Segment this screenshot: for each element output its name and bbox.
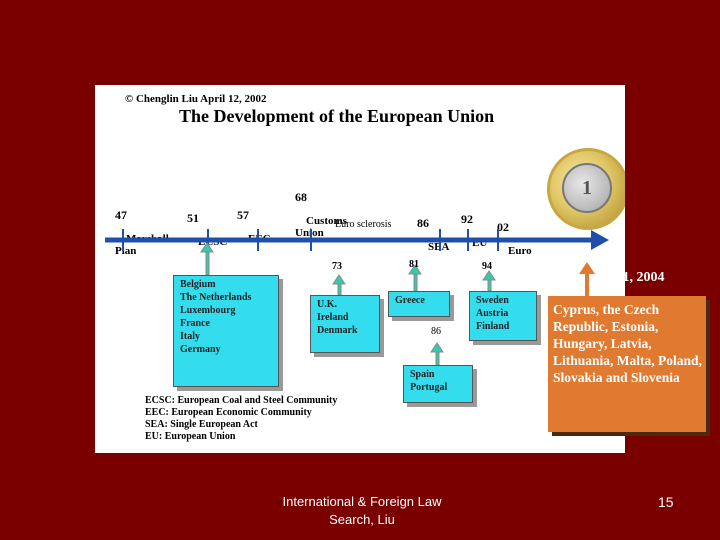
uk-ireland-denmark-box: U.K. Ireland Denmark xyxy=(310,295,380,353)
event-2002: 02 Euro xyxy=(497,197,532,269)
event-1968: 68 Customs Union xyxy=(295,167,347,251)
event-1986: 86 SEA xyxy=(417,193,449,265)
event-year: 92 xyxy=(461,212,473,226)
euro-coin-image: 1 xyxy=(547,148,625,230)
event-year: 57 xyxy=(237,208,249,222)
abbreviation-glossary: ECSC: European Coal and Steel Community … xyxy=(145,395,338,442)
arrow-1994-head xyxy=(482,270,496,281)
greece-box: Greece xyxy=(388,291,450,317)
page-number: 15 xyxy=(658,494,674,510)
event-year: 47 xyxy=(115,208,127,222)
diagram-panel: © Chenglin Liu April 12, 2002 The Develo… xyxy=(95,85,625,453)
enlargement-2004-date: y 1, 2004 xyxy=(612,270,665,285)
founders-box: Belgium The Netherlands Luxembourg Franc… xyxy=(173,275,279,387)
arrow-2004-stem xyxy=(585,270,589,300)
diagram-title: The Development of the European Union xyxy=(179,106,495,126)
event-label: Customs Union xyxy=(295,215,347,239)
arrow-1986-head xyxy=(430,342,444,353)
timeline-graphic xyxy=(105,229,609,368)
enlargement-2004-box: Cyprus, the Czech Republic, Estonia, Hun… xyxy=(548,296,706,432)
event-label: Euro xyxy=(508,245,532,257)
arrow-2004 xyxy=(579,262,595,300)
arrow-1981-head xyxy=(408,264,422,275)
event-year: 02 xyxy=(497,220,509,234)
euro-coin-center: 1 xyxy=(562,163,612,213)
sweden-austria-finland-box: Sweden Austria Finland xyxy=(469,291,537,341)
event-year: 86 xyxy=(417,216,429,230)
arrow-founders-head xyxy=(200,242,214,253)
event-year: 68 xyxy=(295,190,307,204)
accession-year-1994: 94 xyxy=(482,261,492,272)
spain-portugal-box: Spain Portugal xyxy=(403,365,473,403)
footer-text: International & Foreign Law Search, Liu xyxy=(282,494,442,527)
copyright-text: © Chenglin Liu April 12, 2002 xyxy=(125,93,267,105)
accession-year-1981: 81 xyxy=(409,259,419,270)
accession-year-1986: 86 xyxy=(431,326,441,337)
timeline-arrowhead xyxy=(591,230,609,250)
arrow-2004-head xyxy=(579,262,595,274)
arrow-1973-head xyxy=(332,274,346,285)
event-label: SEA xyxy=(428,241,450,253)
event-year: 51 xyxy=(187,211,199,225)
euro-sclerosis-label: Euro sclerosis xyxy=(335,219,392,230)
accession-year-1973: 73 xyxy=(332,261,342,272)
